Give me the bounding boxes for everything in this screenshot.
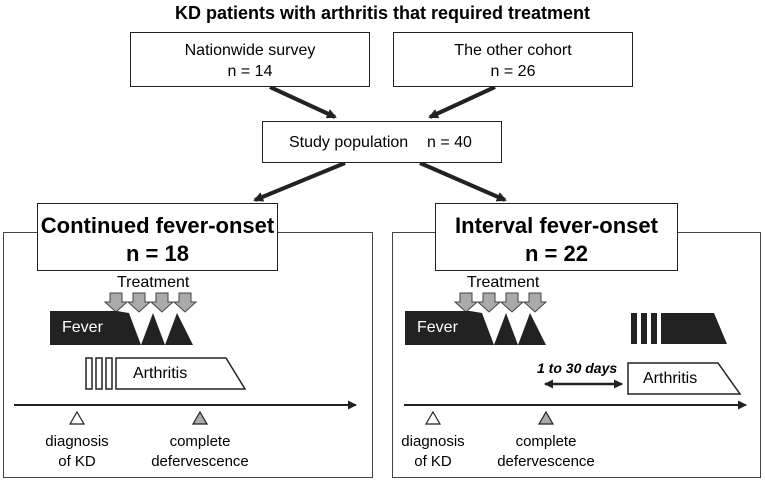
source-n-cohort: n = 26: [490, 63, 536, 80]
marker-label-diagnosis-right-line2: of KD: [414, 453, 452, 470]
treatment-arrows-left: [103, 292, 198, 313]
marker-defervescence-left: [191, 410, 209, 425]
marker-label-defervescence-left-line1: complete: [169, 433, 231, 450]
fever-label-left: Fever: [62, 319, 103, 336]
arrow-cohort-to-study: [428, 85, 496, 119]
arrow-study-to-interval: [419, 161, 507, 202]
marker-label-diagnosis-left: diagnosis of KD: [17, 432, 137, 472]
fever-label-right: Fever: [417, 319, 458, 336]
treatment-label-right: Treatment: [467, 274, 540, 291]
fever-bar-right: [405, 311, 546, 345]
group-header-continued: Continued fever-onset n = 18: [37, 203, 278, 271]
marker-label-diagnosis-left-line1: diagnosis: [45, 433, 109, 450]
arthritis-label-right: Arthritis: [643, 370, 698, 387]
source-n-survey: n = 14: [227, 63, 273, 80]
marker-defervescence-right: [537, 410, 555, 425]
fever-bar-left: [50, 311, 193, 345]
group-title-continued: Continued fever-onset: [40, 213, 275, 238]
marker-diagnosis-left: [68, 410, 86, 425]
study-population-n: n = 40: [427, 134, 472, 151]
group-title-interval: Interval fever-onset: [455, 213, 658, 238]
arthritis-bar-left: [115, 357, 247, 390]
source-box-cohort: The other cohort n = 26: [393, 32, 633, 87]
fever-second-bar-right: [661, 313, 727, 344]
study-population-box: Study population n = 40: [262, 121, 502, 163]
group-header-interval: Interval fever-onset n = 22: [435, 203, 678, 271]
diagram-title: KD patients with arthritis that required…: [174, 3, 591, 23]
arrow-survey-to-study: [269, 85, 337, 119]
arthritis-bar-right: [627, 362, 742, 395]
fever-stripes-right: [631, 313, 657, 344]
arthritis-label-left: Arthritis: [133, 365, 188, 382]
study-population-label: Study population: [289, 134, 409, 151]
marker-label-defervescence-right-line2: defervescence: [497, 453, 595, 470]
arthritis-stripes-left: [85, 357, 113, 390]
interval-label: 1 to 30 days: [537, 360, 618, 376]
group-n-continued: n = 18: [126, 241, 189, 266]
marker-label-diagnosis-right-line1: diagnosis: [401, 433, 465, 450]
marker-label-defervescence-left: complete defervescence: [140, 432, 260, 472]
marker-label-defervescence-left-line2: defervescence: [151, 453, 249, 470]
source-box-survey: Nationwide survey n = 14: [130, 32, 370, 87]
group-n-interval: n = 22: [525, 241, 588, 266]
marker-label-diagnosis-right: diagnosis of KD: [373, 432, 493, 472]
treatment-label-left: Treatment: [117, 274, 190, 291]
marker-label-defervescence-right: complete defervescence: [486, 432, 606, 472]
marker-label-diagnosis-left-line2: of KD: [58, 453, 96, 470]
marker-label-defervescence-right-line1: complete: [515, 433, 577, 450]
source-label-cohort: The other cohort: [454, 42, 572, 59]
treatment-arrows-right: [453, 292, 548, 313]
source-label-survey: Nationwide survey: [184, 42, 316, 59]
marker-diagnosis-right: [424, 410, 442, 425]
arrow-study-to-continued: [253, 161, 346, 202]
